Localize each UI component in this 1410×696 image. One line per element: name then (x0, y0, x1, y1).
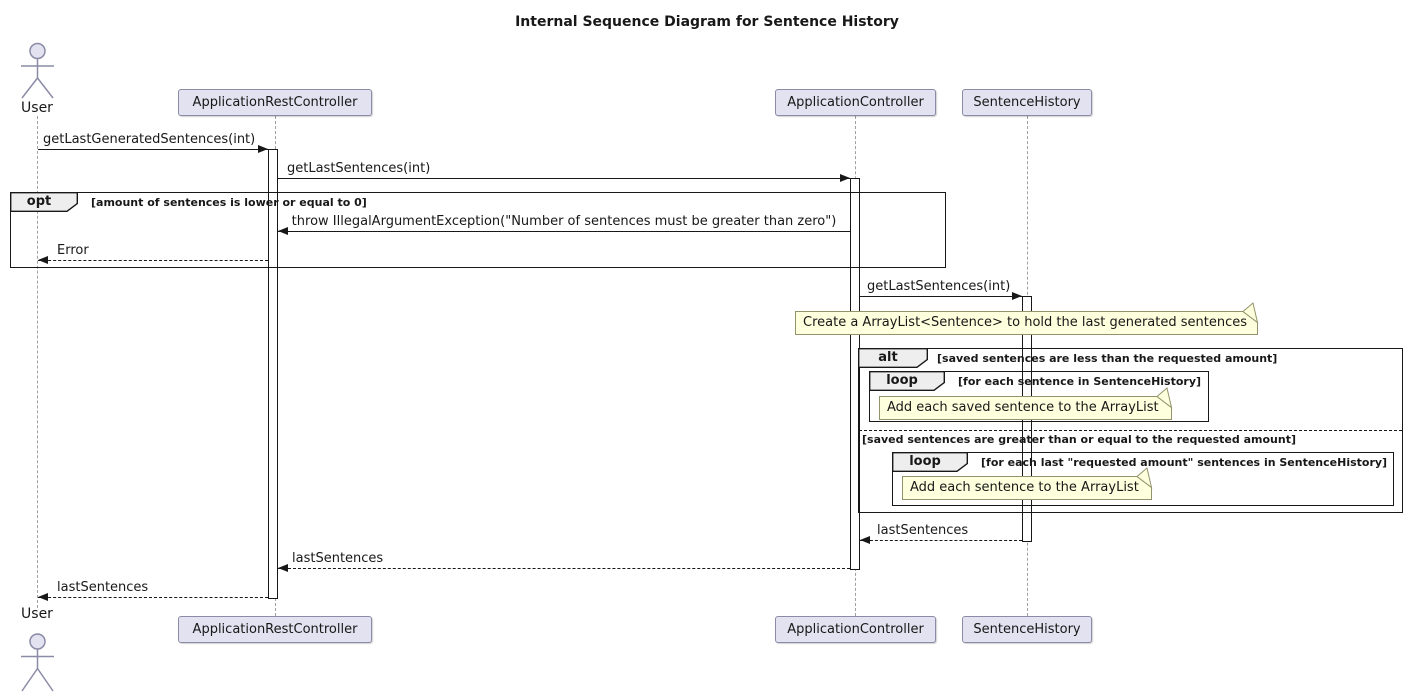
message-line (38, 597, 268, 598)
arrowhead-left-icon (38, 256, 48, 264)
message-line (278, 568, 850, 569)
note-create-list: Create a ArrayList<Sentence> to hold the… (795, 302, 1259, 335)
message-label: lastSentences (292, 551, 384, 566)
fragment-opt-guard: [amount of sentences is lower or equal t… (91, 196, 367, 209)
diagram-title: Internal Sequence Diagram for Sentence H… (515, 14, 899, 30)
arrowhead-right-icon (258, 145, 268, 153)
message-error: Error (38, 243, 268, 264)
participant-box-history-bottom: SentenceHistory (962, 616, 1092, 643)
message-label: lastSentences (57, 580, 149, 595)
participant-box-controller-bottom: ApplicationController (775, 616, 936, 643)
pentagon-shape-icon (858, 348, 928, 368)
message-get-last-sentences-1: getLastSentences(int) (278, 161, 850, 182)
actor-user-top-icon (21, 42, 54, 99)
message-line (278, 231, 850, 232)
alt-else-divider (859, 430, 1402, 431)
activation-bar-rest-controller (268, 149, 278, 599)
arrowhead-left-icon (860, 536, 870, 544)
message-label: getLastSentences(int) (287, 161, 431, 176)
message-get-last-sentences-2: getLastSentences(int) (860, 279, 1022, 300)
note-shape-icon (795, 302, 1259, 335)
participant-box-history-top: SentenceHistory (962, 89, 1092, 116)
message-get-last-generated: getLastGeneratedSentences(int) (38, 132, 268, 153)
message-label: getLastSentences(int) (867, 279, 1011, 294)
fragment-loop-1-guard: [for each sentence in SentenceHistory] (958, 375, 1202, 388)
fragment-loop-1: loop [for each sentence in SentenceHisto… (869, 371, 1209, 422)
activation-bar-controller (850, 178, 860, 570)
lifeline-user (37, 116, 38, 608)
message-label: throw IllegalArgumentException("Number o… (291, 214, 837, 229)
pentagon-shape-icon (10, 192, 78, 212)
note-shape-icon (902, 467, 1153, 500)
fragment-alt: alt [saved sentences are less than the r… (858, 348, 1403, 513)
actor-user-top-label: User (21, 100, 53, 116)
fragment-loop-1-keyword: loop (869, 371, 945, 391)
message-return-to-user: lastSentences (38, 580, 268, 601)
fragment-loop-2: loop [for each last "requested amount" s… (892, 452, 1394, 506)
arrowhead-left-icon (38, 593, 48, 601)
fragment-alt-keyword: alt (858, 348, 928, 368)
message-label: getLastGeneratedSentences(int) (43, 132, 256, 147)
pentagon-shape-icon (892, 452, 968, 472)
fragment-loop-2-keyword: loop (892, 452, 968, 472)
participant-box-rest-controller-bottom: ApplicationRestController (178, 616, 372, 643)
fragment-alt-else-guard: [saved sentences are greater than or equ… (862, 433, 1296, 446)
message-return-from-controller: lastSentences (278, 551, 850, 572)
participant-box-rest-controller-top: ApplicationRestController (178, 89, 372, 116)
message-line (38, 260, 268, 261)
actor-user-bottom-label: User (21, 606, 53, 622)
arrowhead-right-icon (1012, 292, 1022, 300)
message-label: lastSentences (877, 523, 969, 538)
message-line (278, 178, 850, 179)
note-add-saved: Add each saved sentence to the ArrayList (879, 387, 1173, 420)
arrowhead-left-icon (278, 227, 288, 235)
message-return-from-history: lastSentences (860, 523, 1022, 544)
note-add-each: Add each sentence to the ArrayList (902, 467, 1153, 500)
fragment-alt-guard: [saved sentences are less than the reque… (937, 352, 1278, 365)
pentagon-shape-icon (869, 371, 945, 391)
actor-user-bottom-icon (21, 633, 54, 692)
fragment-loop-2-guard: [for each last "requested amount" senten… (981, 456, 1388, 469)
message-line (38, 149, 268, 150)
message-line (860, 296, 1022, 297)
arrowhead-right-icon (840, 174, 850, 182)
participant-box-controller-top: ApplicationController (775, 89, 936, 116)
message-label: Error (57, 243, 89, 258)
note-shape-icon (879, 387, 1173, 420)
fragment-opt: opt [amount of sentences is lower or equ… (10, 192, 946, 268)
fragment-opt-keyword: opt (10, 192, 78, 212)
message-throw-exception: throw IllegalArgumentException("Number o… (278, 214, 850, 235)
arrowhead-left-icon (278, 564, 288, 572)
message-line (860, 540, 1022, 541)
